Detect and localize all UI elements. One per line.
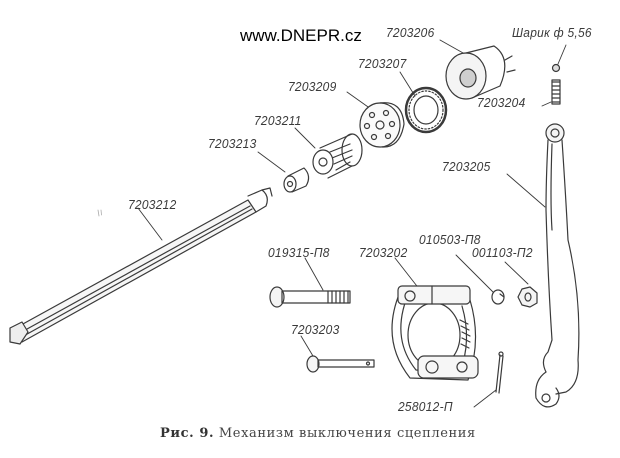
label-001103-p2: 001103-П2 (472, 245, 533, 260)
part-7203206-housing (445, 45, 516, 100)
part-7203213-sleeve (283, 167, 310, 193)
part-ball-and-spring (551, 63, 561, 105)
leader-lines (137, 39, 567, 408)
label-258012-p: 258012-П (398, 399, 453, 414)
label-ball: Шарик ф 5,56 (512, 25, 592, 40)
part-7203212-rod (9, 187, 273, 345)
part-001103-nut (517, 286, 538, 308)
label-7203205: 7203205 (442, 159, 491, 174)
part-7203205-lever (535, 123, 580, 408)
label-019315-p8: 019315-П8 (268, 245, 330, 260)
label-7203204: 7203204 (477, 95, 526, 110)
label-7203211: 7203211 (254, 113, 302, 128)
part-7203209-disc (359, 102, 405, 148)
figure-number: Рис. 9. (160, 426, 215, 441)
label-7203212: 7203212 (128, 197, 177, 212)
part-019315-bolt (269, 286, 351, 308)
label-7203203: 7203203 (291, 322, 340, 337)
label-7203213: 7203213 (208, 136, 257, 151)
label-010503-p8: 010503-П8 (419, 232, 481, 247)
part-7203202-clamp (391, 285, 479, 381)
label-7203207: 7203207 (358, 56, 407, 71)
label-7203209: 7203209 (288, 79, 337, 94)
part-7203207-ring (404, 86, 448, 134)
part-010503-washer (491, 289, 505, 305)
part-258012-cotter-pin (495, 351, 504, 394)
part-7203211-bushing (312, 133, 363, 179)
figure-title: Механизм выключения сцепления (218, 426, 476, 441)
label-7203206: 7203206 (386, 25, 435, 40)
watermark: www.DNEPR.cz (240, 26, 362, 45)
part-7203203-pin (306, 355, 375, 373)
figure-caption: Рис. 9. Механизм выключения сцепления (160, 426, 476, 441)
label-7203202: 7203202 (359, 245, 408, 260)
